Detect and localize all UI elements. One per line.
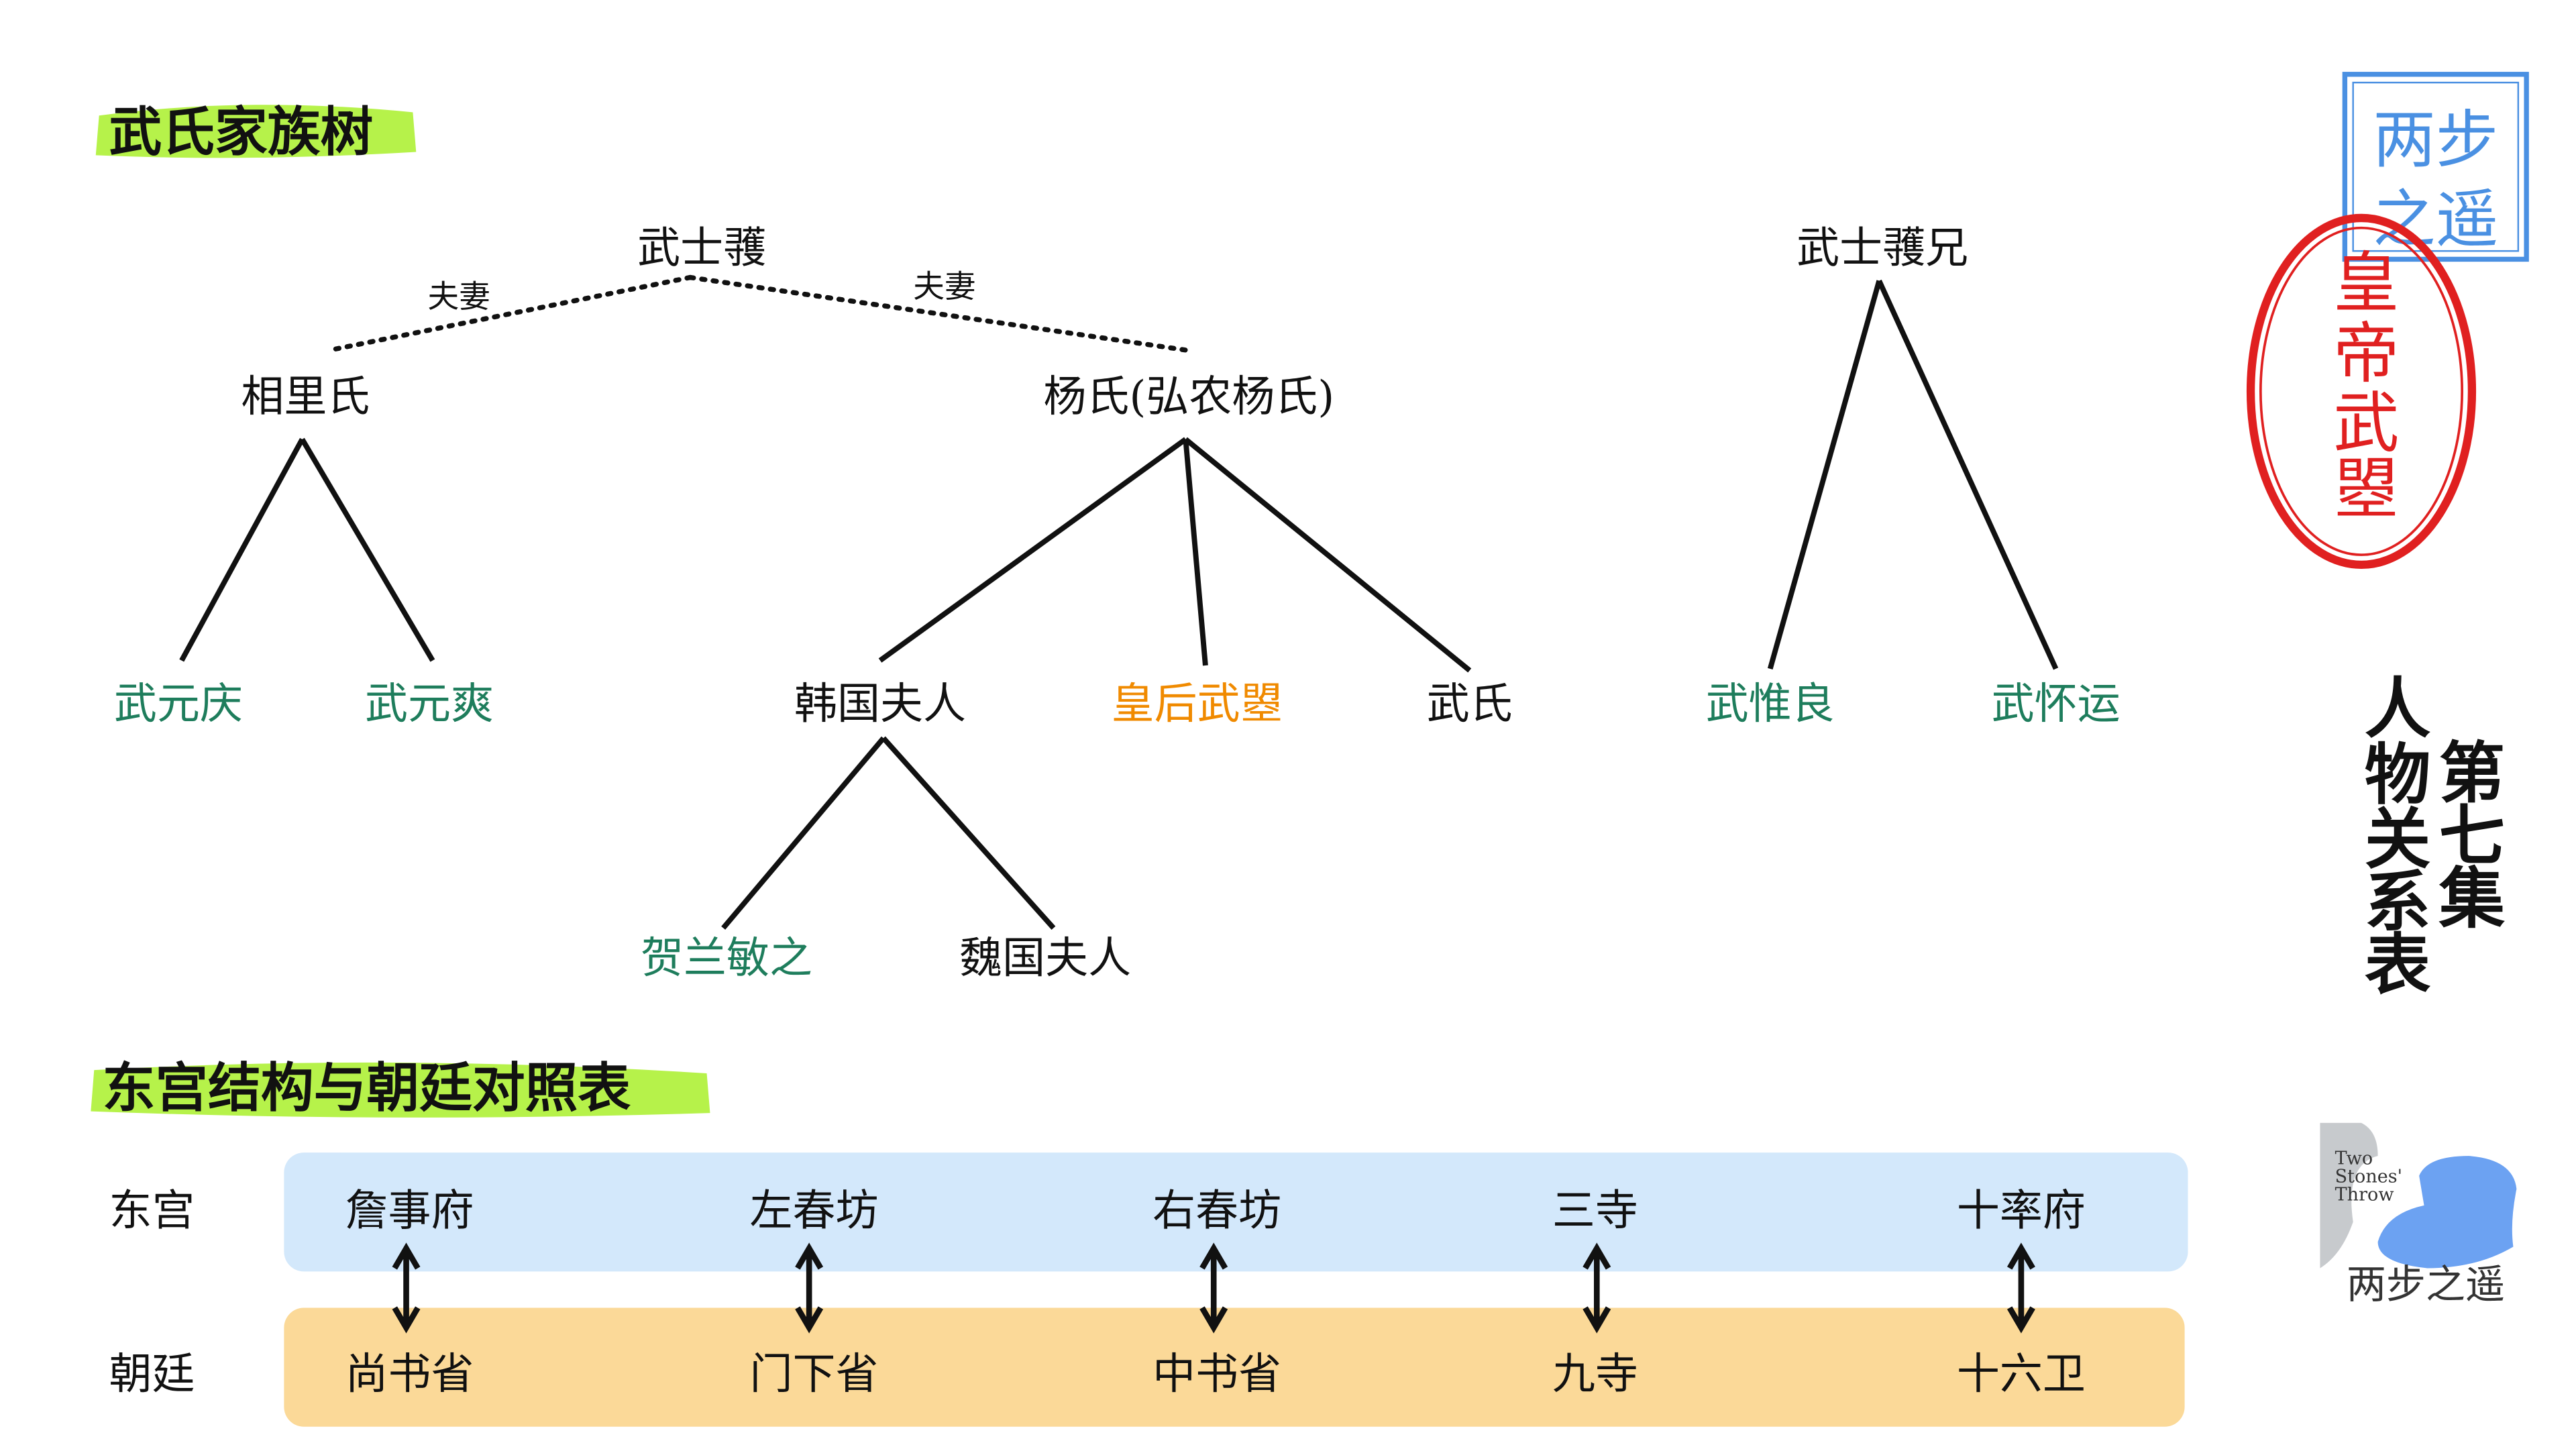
double-arrow-icon — [1199, 1242, 1228, 1334]
svg-text:表: 表 — [2365, 927, 2431, 1004]
court-cell: 门下省 — [750, 1350, 879, 1399]
svg-text:两步之遥: 两步之遥 — [2347, 1261, 2505, 1307]
double-arrow-icon — [795, 1242, 824, 1334]
spouse-line-1 — [327, 274, 693, 353]
two-stones-throw-logo: Two Stones' Throw 两步之遥 — [2320, 1122, 2517, 1307]
spouse-line-2 — [688, 274, 1189, 353]
node-xiangli: 相里氏 — [241, 372, 370, 422]
court-cell: 九寺 — [1552, 1350, 1638, 1399]
row-label-east-palace: 东宫 — [109, 1186, 195, 1236]
double-arrow-icon — [392, 1242, 421, 1334]
node-wu-yuanqing: 武元庆 — [114, 680, 243, 729]
svg-text:武: 武 — [2333, 386, 2399, 462]
branch-xiangli — [179, 437, 435, 662]
svg-text:第: 第 — [2439, 735, 2505, 812]
episode-title-vertical: 人 物 关 系 表 第 七 集 — [2365, 671, 2506, 1004]
node-wu-shi: 武氏 — [1427, 680, 1513, 729]
tree-lines — [179, 274, 2059, 930]
svg-text:Throw: Throw — [2335, 1185, 2394, 1205]
svg-text:系: 系 — [2365, 864, 2430, 941]
east-palace-band — [284, 1152, 2188, 1272]
blue-stamp: 两步 之遥 — [2342, 72, 2529, 262]
node-hanguo: 韩国夫人 — [794, 680, 966, 729]
svg-text:关: 关 — [2365, 802, 2430, 878]
svg-text:集: 集 — [2438, 861, 2506, 938]
node-yang: 杨氏(弘农杨氏) — [1043, 372, 1334, 422]
double-arrow-icon — [2006, 1242, 2035, 1334]
comparison-title: 东宫结构与朝廷对照表 — [103, 1057, 631, 1119]
red-seal: 皇 帝 武 曌 — [2246, 213, 2477, 569]
east-palace-cell: 左春坊 — [750, 1186, 879, 1236]
spouse-label-2: 夫妻 — [913, 269, 976, 305]
svg-text:人: 人 — [2365, 671, 2430, 747]
court-band — [284, 1307, 2185, 1427]
court-cell: 中书省 — [1152, 1350, 1281, 1399]
node-wu-yuanshuang: 武元爽 — [365, 680, 494, 729]
east-palace-cell: 右春坊 — [1152, 1186, 1281, 1236]
title-highlight-2 — [91, 1062, 710, 1118]
node-wu-weiliang: 武惟良 — [1706, 680, 1835, 729]
court-cell: 尚书省 — [345, 1350, 474, 1399]
svg-text:曌: 曌 — [2333, 451, 2399, 528]
spouse-label-1: 夫妻 — [428, 279, 491, 315]
node-wu-shiyue: 武士彟 — [637, 223, 766, 273]
branch-brother — [1767, 279, 2059, 670]
east-palace-cell: 十率府 — [1957, 1186, 2086, 1236]
node-brother: 武士彟兄 — [1796, 223, 1968, 273]
node-helan-minzhi: 贺兰敏之 — [641, 934, 812, 983]
svg-text:皇: 皇 — [2333, 245, 2399, 321]
svg-text:Two: Two — [2335, 1148, 2373, 1169]
svg-text:两步: 两步 — [2373, 104, 2498, 177]
family-tree-title: 武氏家族树 — [109, 101, 373, 163]
svg-text:物: 物 — [2365, 737, 2430, 814]
east-palace-cell: 三寺 — [1552, 1186, 1638, 1236]
east-palace-cell: 詹事府 — [345, 1186, 474, 1236]
svg-text:Stones': Stones' — [2335, 1166, 2402, 1187]
svg-text:帝: 帝 — [2333, 316, 2399, 392]
row-label-court: 朝廷 — [109, 1350, 195, 1399]
svg-text:之遥: 之遥 — [2373, 183, 2498, 256]
node-weiguo: 魏国夫人 — [959, 934, 1131, 983]
node-wu-huaiyun: 武怀运 — [1992, 680, 2121, 729]
node-empress-wu: 皇后武曌 — [1112, 680, 1283, 729]
branch-yang — [878, 437, 1472, 673]
court-cell: 十六卫 — [1957, 1350, 2086, 1399]
branch-hanguo — [721, 736, 1056, 930]
double-arrow-icon — [1582, 1242, 1611, 1334]
title-highlight — [95, 105, 417, 158]
svg-text:七: 七 — [2439, 798, 2505, 875]
